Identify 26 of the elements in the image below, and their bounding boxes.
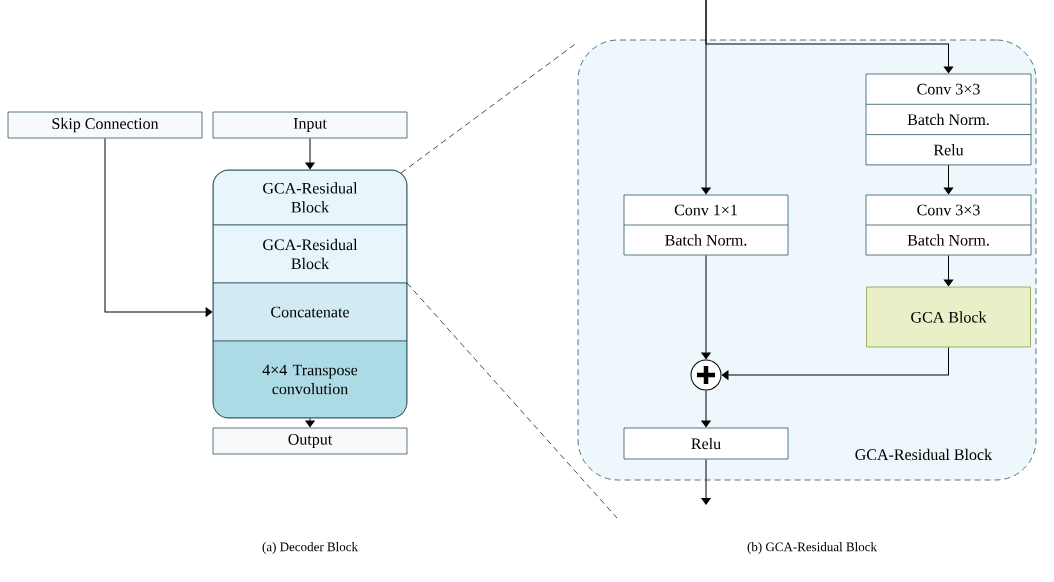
arrow <box>943 164 954 195</box>
caption: (a) Decoder Block <box>262 542 359 554</box>
arrow <box>701 458 711 505</box>
layer-row: 4×4 Transpose convolution <box>213 340 407 418</box>
layer-box: GCA Block <box>866 286 1031 348</box>
layer-box: Relu <box>623 427 789 460</box>
layer-stack: Conv 3×3 Batch Norm. <box>865 194 1032 256</box>
decoder-block <box>212 169 408 419</box>
arrow <box>701 254 711 360</box>
layer-box: Skip Connection <box>7 111 203 139</box>
arrow <box>104 137 213 317</box>
layer-stack: Conv 3×3 Batch Norm. Relu <box>865 73 1032 166</box>
arrow <box>705 0 954 74</box>
arrow <box>701 390 711 428</box>
layer-box: Output <box>212 427 408 455</box>
layer-stack: Conv 1×1 Batch Norm. <box>623 194 789 256</box>
layer-row: GCA-Residual Block <box>213 224 407 284</box>
caption: (b) GCA-Residual Block <box>747 542 877 554</box>
sum-circle <box>690 359 722 391</box>
layer-box: Input <box>212 111 408 139</box>
arrow <box>305 418 315 428</box>
arrow <box>943 254 954 287</box>
layer-row: Concatenate <box>213 282 407 342</box>
layer-row: GCA-Residual Block <box>213 170 407 226</box>
arrow <box>721 346 949 380</box>
arrow <box>305 137 315 170</box>
